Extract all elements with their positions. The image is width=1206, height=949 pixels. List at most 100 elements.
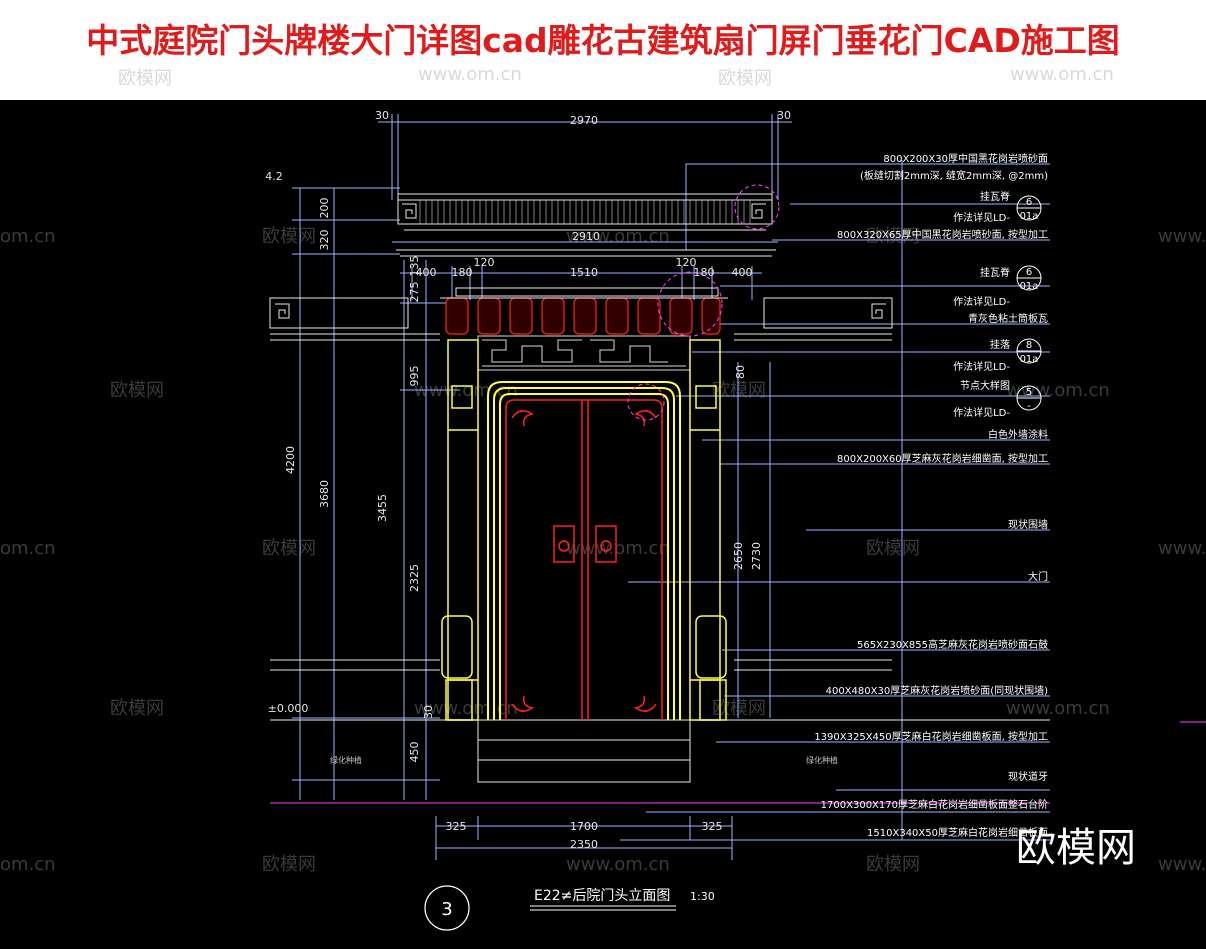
watermark-site: www.om.cn	[1158, 226, 1206, 247]
annotation-label: 现状道牙	[1008, 770, 1048, 783]
annotation-label: 1390X325X450厚芝麻白花岗岩细凿板面, 按型加工	[814, 730, 1048, 743]
annotation-label: 挂瓦脊	[980, 190, 1010, 203]
dimension-texts: 30 2970 30 2910 400 180 120 1510 120 180…	[265, 109, 791, 851]
annotation-label: 400X480X30厚芝麻灰花岗岩喷砂面(同现状围墙)	[826, 684, 1049, 697]
door-frame	[487, 381, 681, 720]
annotation-label: 挂瓦脊	[980, 266, 1010, 279]
watermark-site: www.om.cn	[414, 698, 518, 719]
annotation-label: 作法详见LD-	[953, 406, 1010, 419]
watermark-site: om.cn	[0, 226, 56, 247]
dimension-lines	[292, 114, 1050, 860]
annotation-label: 800X200X60厚芝麻灰花岗岩细凿面, 按型加工	[837, 452, 1048, 465]
annotation-label: 现状围墙	[1008, 518, 1048, 531]
ground-labels: 绿化种植 绿化种植	[330, 755, 838, 765]
dim-label: 120	[676, 256, 697, 269]
elevation-label: ±0.000	[268, 702, 309, 715]
drawing-scale: 1:30	[690, 890, 715, 903]
detail-ref-top: 8	[1026, 340, 1032, 351]
watermark-brand: 欧模网	[118, 68, 172, 89]
detail-ref-top: 5	[1026, 387, 1032, 398]
detail-ref-bottom: -	[1027, 401, 1031, 412]
elevation-drawing: om.cn 欧模网 www.om.cn 欧模网 www.om.cn 欧模网 ww…	[0, 109, 1206, 931]
tile-ridge	[440, 287, 728, 299]
watermark-site: www.om.cn	[1010, 64, 1114, 85]
detail-ref-bottom: 01a	[1020, 281, 1039, 292]
watermark-site: om.cn	[0, 538, 56, 559]
dim-label: 3680	[318, 480, 331, 508]
cad-canvas: om.cn 欧模网 www.om.cn 欧模网 www.om.cn 欧模网 ww…	[0, 100, 1206, 949]
lattice-hanging	[477, 335, 691, 371]
annotation-label: 白色外墙涂料	[988, 428, 1048, 441]
annotation-label: 1510X340X50厚芝麻白花岗岩细凿板面	[867, 826, 1048, 839]
watermark-brand: 欧模网	[866, 538, 920, 559]
dim-label: 325	[702, 820, 723, 833]
annotation-label: 青灰色粘土筒板瓦	[968, 312, 1048, 325]
watermark-site: om.cn	[0, 854, 56, 875]
roof-tiles	[445, 297, 721, 335]
dim-label: 325	[446, 820, 467, 833]
dim-label: 400	[416, 266, 437, 279]
detail-ref-top: 6	[1026, 267, 1032, 278]
detail-callouts	[627, 184, 780, 421]
dim-label: 30	[777, 109, 791, 122]
watermark-site: www.om.cn	[1158, 538, 1206, 559]
watermark-brand: 欧模网	[262, 854, 316, 875]
title-bar: 中式庭院门头牌楼大门详图cad雕花古建筑扇门屏门垂花门CAD施工图 欧模网 ww…	[0, 0, 1206, 100]
dim-label: 2325	[408, 564, 421, 592]
dim-label: 30	[422, 705, 435, 719]
watermark-brand: 欧模网	[718, 68, 772, 89]
annotation-label: 565X230X855高芝麻灰花岗岩喷砂面石鼓	[857, 638, 1048, 651]
ground-label: 绿化种植	[806, 755, 838, 765]
dim-label: 2650	[732, 542, 745, 570]
detail-ref-top: 6	[1026, 197, 1032, 208]
elevation-label: 4.2	[265, 170, 283, 183]
dim-label: 120	[474, 256, 495, 269]
watermark-site: www.om.cn	[566, 854, 670, 875]
door-knockers	[553, 525, 617, 563]
watermark-site: www.om.cn	[1158, 854, 1206, 875]
dim-label: 995	[408, 366, 421, 387]
annotation-label: 大门	[1028, 570, 1048, 583]
detail-ref-bottom: 01a	[1020, 211, 1039, 222]
dim-label: 180	[452, 266, 473, 279]
annotation-label: 节点大样图	[960, 379, 1010, 392]
dim-label: 320	[318, 230, 331, 251]
dim-label: 200	[318, 198, 331, 219]
detail-ref-labels: 6 01a 6 01a 8 01a 5 -	[1020, 197, 1039, 412]
dim-label: 3455	[376, 494, 389, 522]
watermark-layer: om.cn 欧模网 www.om.cn 欧模网 www.om.cn 欧模网 ww…	[0, 226, 1206, 875]
annotation-label: 800X320X65厚中国黑花岗岩喷砂面, 按型加工	[837, 228, 1048, 241]
annotation-label: 作法详见LD-	[953, 211, 1010, 224]
side-walls	[269, 297, 1050, 783]
watermark-site: www.om.cn	[566, 538, 670, 559]
detail-ref-bottom: 01a	[1020, 354, 1039, 365]
annotation-label: 作法详见LD-	[953, 360, 1010, 373]
drawing-title-block: 3 E22≠后院门头立面图 1:30	[424, 885, 715, 931]
watermark-site: www.om.cn	[418, 64, 522, 85]
drawing-number: 3	[441, 899, 452, 920]
dim-label: 275	[408, 282, 421, 303]
watermark-brand: 欧模网	[110, 380, 164, 401]
dim-label: 30	[375, 109, 389, 122]
stone-drums	[441, 615, 727, 721]
dim-label: 4200	[284, 446, 297, 474]
dim-label: 80	[734, 365, 747, 379]
watermark-brand: 欧模网	[262, 226, 316, 247]
door-leaves	[505, 399, 663, 720]
annotation-texts: 800X200X30厚中国黑花岗岩喷砂面 (板缝切割2mm深, 缝宽2mm深, …	[814, 152, 1048, 839]
dim-label: 2970	[570, 114, 598, 127]
dim-label: 1510	[570, 266, 598, 279]
dim-label: 135	[408, 256, 421, 277]
cornice	[275, 193, 886, 319]
vertical-dimension-texts: 200 320 135 275 995 4200 3680 3455 2325 …	[284, 198, 763, 763]
watermark-brand: 欧模网	[110, 698, 164, 719]
watermark-brand: 欧模网	[866, 226, 920, 247]
page-title: 中式庭院门头牌楼大门详图cad雕花古建筑扇门屏门垂花门CAD施工图	[86, 21, 1120, 60]
dim-label: 2730	[750, 542, 763, 570]
detail-ref-circles	[1016, 195, 1042, 411]
annotation-label: 800X200X30厚中国黑花岗岩喷砂面	[883, 152, 1048, 165]
dim-label: 1700	[570, 820, 598, 833]
drawing-name: E22≠后院门头立面图	[534, 888, 670, 904]
dim-label: 2350	[570, 838, 598, 851]
dim-label: 400	[732, 266, 753, 279]
